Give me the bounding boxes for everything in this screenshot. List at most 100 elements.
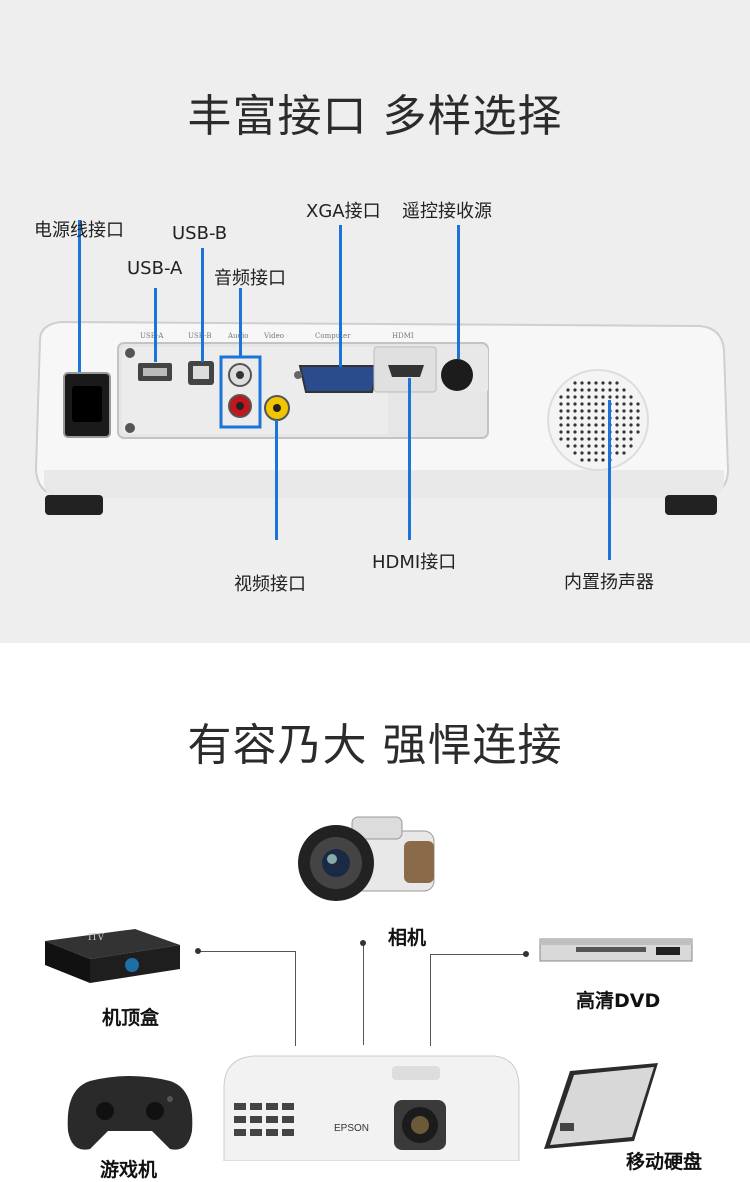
label-settop: 机顶盒 [102,1007,160,1029]
speaker-grille-hole [636,409,640,413]
speaker-grille-hole [622,430,626,434]
label-usb-b: USB-B [172,223,228,244]
speaker-grille-hole [573,437,577,441]
label-power: 电源线接口 [34,220,124,241]
speaker-grille-hole [601,409,605,413]
speaker-grille-hole [594,402,598,406]
dot-settop [195,948,201,954]
speaker-grille-hole [601,381,605,385]
section-title-interfaces: 丰富接口 多样选择 [187,91,563,142]
callout-remote [457,225,460,359]
speaker-grille-hole [608,381,612,385]
speaker-grille-hole [615,451,619,455]
line-settop-down [295,951,296,1046]
speaker-grille-hole [580,381,584,385]
speaker-grille-hole [573,402,577,406]
panel-label-hdmi: HDMI [392,332,414,340]
speaker-grille-hole [573,388,577,392]
section-title-connectivity: 有容乃大 强悍连接 [187,720,563,771]
callout-power [78,220,81,372]
speaker-grille-hole [587,451,591,455]
speaker-grille-hole [573,430,577,434]
speaker-grille-hole [629,409,633,413]
speaker-grille-hole [559,395,563,399]
speaker-grille-hole [587,395,591,399]
speaker-grille-hole [629,430,633,434]
speaker-grille-hole [622,409,626,413]
speaker-grille-hole [615,444,619,448]
speaker-grille-hole [629,437,633,441]
speaker-grille-hole [615,437,619,441]
interfaces-section: 丰富接口 多样选择 [0,0,750,643]
camera-icon [298,816,435,901]
speaker-grille-hole [587,409,591,413]
speaker-grille-hole [594,388,598,392]
speaker-grille-hole [615,416,619,420]
speaker-grille-hole [629,444,633,448]
speaker-grille-hole [580,437,584,441]
speaker-grille-hole [573,416,577,420]
label-remote: 遥控接收源 [402,201,492,222]
dot-dvd [523,951,529,957]
speaker-grille-hole [580,423,584,427]
speaker-grille-hole [601,423,605,427]
speaker-grille-hole [608,388,612,392]
panel-label-usb-b: USB-B [188,332,212,340]
speaker-grille-hole [587,381,591,385]
gamepad-icon [67,1076,193,1150]
speaker-grille-hole [559,430,563,434]
projector-rear-illustration [34,320,730,515]
speaker-grille-hole [622,451,626,455]
speaker-grille-hole [580,444,584,448]
speaker-grille-hole [615,381,619,385]
speaker-grille-hole [587,444,591,448]
speaker-grille-hole [629,395,633,399]
callout-xga [339,225,342,367]
speaker-grille-hole [615,430,619,434]
speaker-grille-hole [629,402,633,406]
speaker-grille-hole [573,451,577,455]
speaker-grille-hole [566,444,570,448]
speaker-grille-hole [587,423,591,427]
speaker-grille-hole [622,388,626,392]
speaker-grille-hole [594,451,598,455]
speaker-grille-hole [601,388,605,392]
line-settop [200,951,295,952]
speaker-grille-hole [573,395,577,399]
speaker-grille-hole [566,388,570,392]
projector-icon [223,1055,520,1161]
speaker-grille-hole [559,416,563,420]
speaker-grille-hole [629,423,633,427]
speaker-grille-hole [594,416,598,420]
speaker-grille-hole [559,409,563,413]
speaker-grille-hole [594,409,598,413]
speaker-grille-hole [566,423,570,427]
speaker-grille-hole [566,402,570,406]
dot-camera [360,940,366,946]
line-camera [363,943,364,1045]
speaker-grille-hole [636,402,640,406]
speaker-grille-hole [615,402,619,406]
speaker-grille-hole [629,416,633,420]
speaker-grille-hole [580,402,584,406]
label-usb-a: USB-A [127,258,183,279]
speaker-grille-hole [601,395,605,399]
set-top-box-icon [45,929,180,983]
speaker-grille-hole [566,430,570,434]
speaker-grille-hole [559,423,563,427]
panel-label-usb-a: USB-A [140,332,164,340]
speaker-grille-hole [622,395,626,399]
speaker-grille-hole [594,458,598,462]
dvd-player-icon [539,938,693,962]
speaker-grille-hole [601,437,605,441]
speaker-grille-hole [587,458,591,462]
panel-label-video: Video [264,332,285,340]
speaker-grille-hole [566,395,570,399]
speaker-grille-hole [580,395,584,399]
projector-brand: EPSON [334,1123,370,1134]
speaker-grille-hole [587,430,591,434]
label-audio: 音频接口 [214,268,286,289]
label-video: 视频接口 [234,574,306,595]
speaker-grille-hole [559,402,563,406]
line-dvd-down [430,954,431,1046]
